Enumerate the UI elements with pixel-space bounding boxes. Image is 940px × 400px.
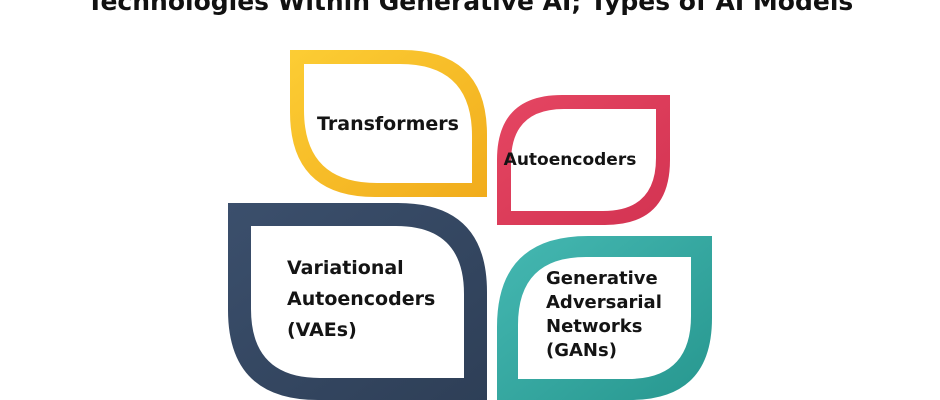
vaes-label-line-3: (VAEs) bbox=[287, 319, 357, 341]
diagram-title: Technologies Within Generative AI; Types… bbox=[86, 0, 854, 16]
gans-label: Generative Adversarial Networks (GANs) bbox=[546, 268, 668, 361]
transformers-label-line: Transformers bbox=[317, 113, 459, 135]
gans-label-line-4: (GANs) bbox=[546, 340, 617, 361]
vaes-block: Variational Autoencoders (VAEs) bbox=[228, 203, 487, 400]
gans-block: Generative Adversarial Networks (GANs) bbox=[497, 236, 712, 400]
gans-label-line-1: Generative bbox=[546, 268, 658, 289]
vaes-label: Variational Autoencoders (VAEs) bbox=[287, 257, 442, 341]
transformers-block: Transformers bbox=[290, 50, 487, 197]
transformers-label: Transformers bbox=[317, 113, 459, 135]
vaes-label-line-1: Variational bbox=[287, 257, 404, 279]
vaes-label-line-2: Autoencoders bbox=[287, 288, 435, 310]
vaes-shape bbox=[228, 203, 487, 400]
autoencoders-block: Autoencoders bbox=[497, 95, 670, 225]
gans-label-line-3: Networks bbox=[546, 316, 642, 337]
gans-label-line-2: Adversarial bbox=[546, 292, 662, 313]
autoencoders-shape bbox=[497, 95, 670, 225]
autoencoders-label-line: Autoencoders bbox=[504, 150, 637, 170]
gans-shape bbox=[497, 236, 712, 400]
autoencoders-label: Autoencoders bbox=[504, 150, 637, 170]
